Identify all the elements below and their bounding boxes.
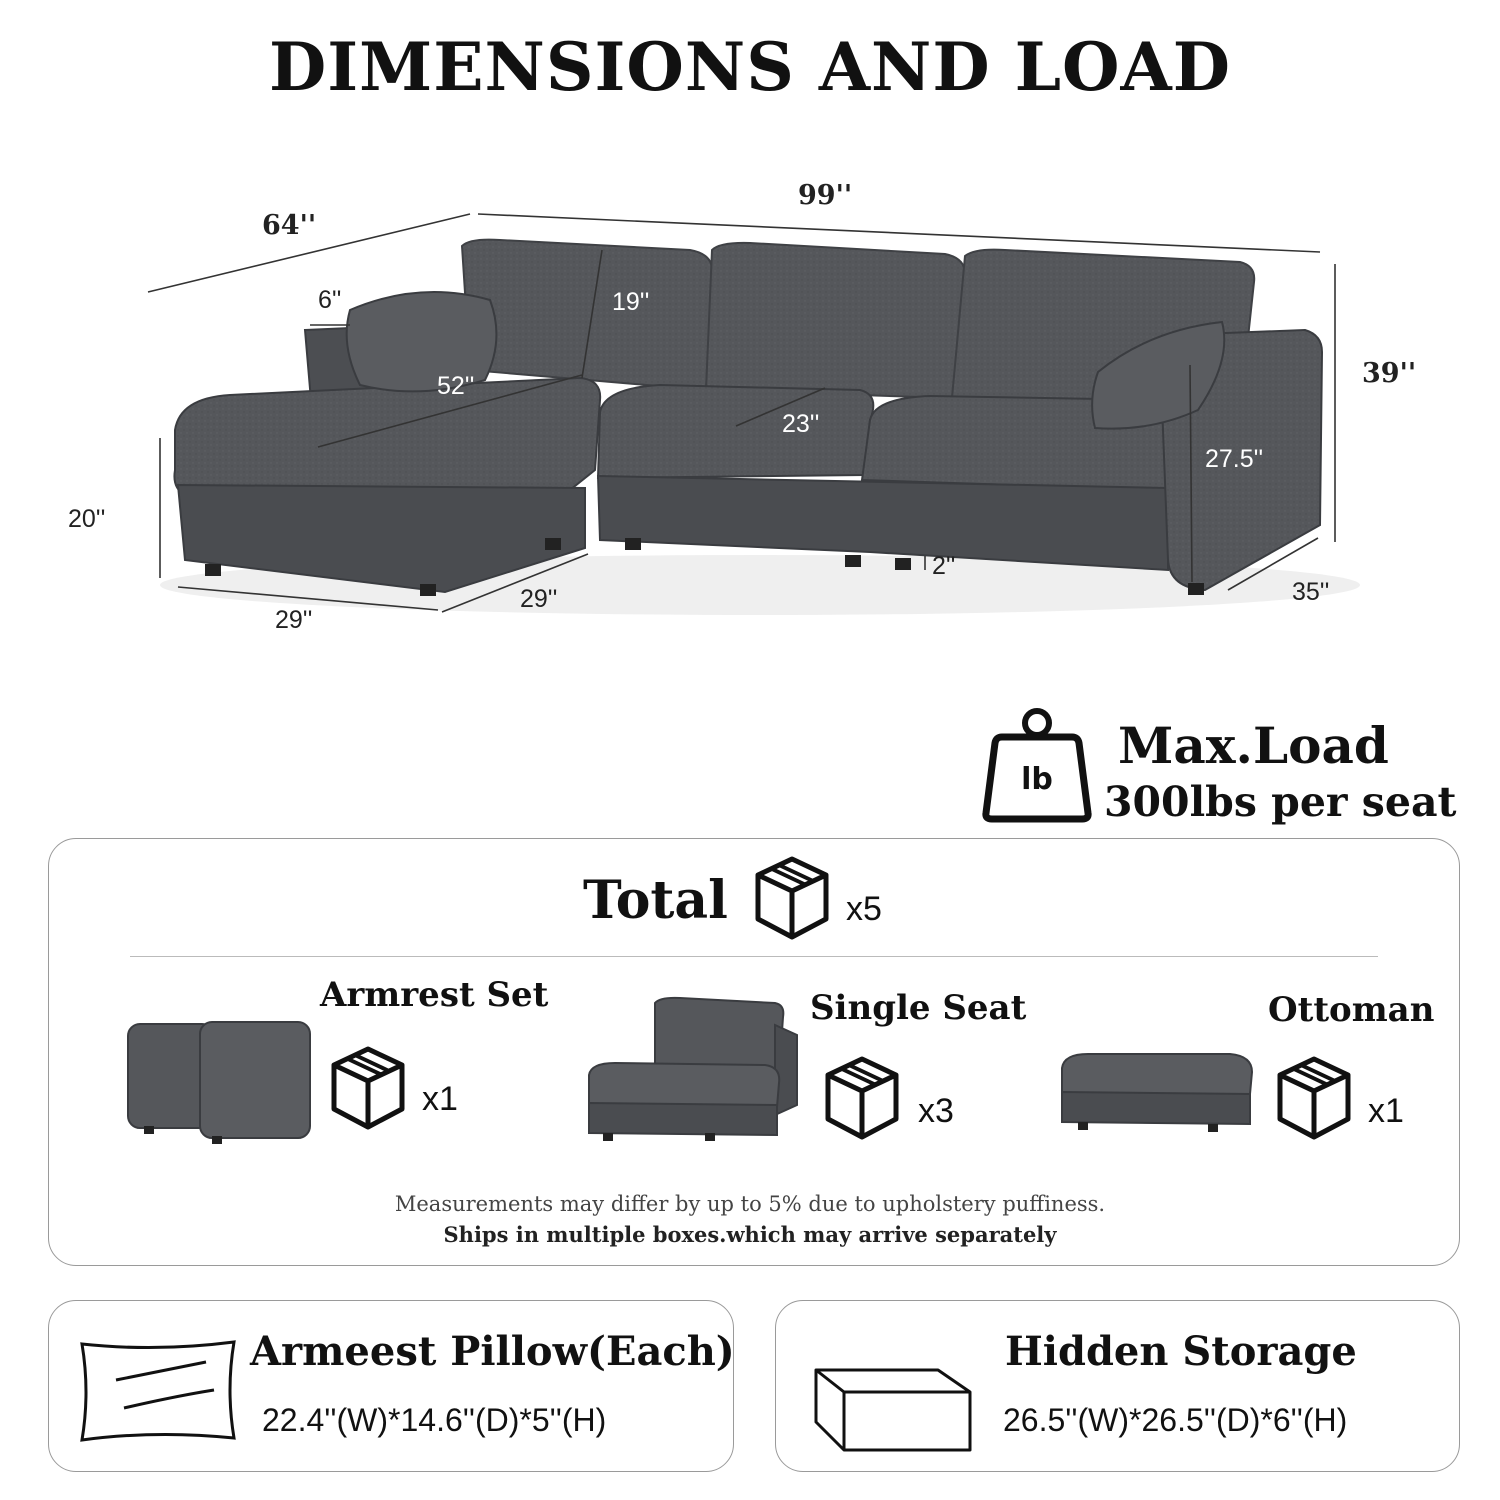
leg — [205, 564, 221, 576]
dim-height-total: 39'' — [1362, 358, 1417, 389]
leg — [1188, 583, 1204, 595]
leg — [845, 555, 861, 567]
total-qty: x5 — [846, 890, 882, 928]
seat-cushion-middle — [596, 383, 875, 480]
page-title: DIMENSIONS AND LOAD — [269, 28, 1231, 106]
dim-depth-total: 64'' — [262, 210, 317, 241]
item-qty-ottoman: x1 — [1368, 1092, 1404, 1130]
box-icon — [755, 856, 829, 940]
chaise-base — [176, 483, 586, 594]
sofa-diagram — [147, 213, 1360, 615]
storage-panel — [775, 1300, 1460, 1472]
chaise-cushion — [173, 376, 602, 497]
seat-base — [596, 474, 1169, 572]
divider — [130, 956, 1378, 957]
leg — [625, 538, 641, 550]
storage-dims: 26.5''(W)*26.5''(D)*6''(H) — [1003, 1402, 1348, 1438]
dim-arm-width: 6'' — [318, 286, 342, 314]
box-icon — [1277, 1056, 1351, 1140]
dim-back-height: 19'' — [612, 288, 650, 316]
back-cushion-left — [460, 238, 714, 392]
pillow-icon — [80, 1340, 236, 1442]
storage-box-icon — [814, 1368, 972, 1452]
weight-icon-label: lb — [1021, 762, 1053, 797]
leg — [545, 538, 561, 550]
item-label-ottoman: Ottoman — [1268, 990, 1435, 1030]
box-icon — [331, 1046, 405, 1130]
throw-pillow-left — [345, 291, 498, 393]
item-qty-armrest-set: x1 — [422, 1080, 458, 1118]
pillow-panel — [48, 1300, 734, 1472]
measurement-note: Measurements may differ by up to 5% due … — [394, 1192, 1106, 1216]
ottoman-image — [1061, 1053, 1254, 1132]
pillow-dims: 22.4''(W)*14.6''(D)*5''(H) — [262, 1402, 607, 1438]
throw-pillow-right — [1091, 320, 1226, 430]
storage-title: Hidden Storage — [1005, 1328, 1357, 1375]
weight-icon: lb — [982, 708, 1092, 823]
item-label-armrest-set: Armrest Set — [320, 975, 549, 1015]
dim-chaise-length: 52'' — [437, 372, 475, 400]
item-qty-single-seat: x3 — [918, 1092, 954, 1130]
dim-seat-height: 20'' — [68, 505, 106, 533]
single-seat-image — [588, 996, 798, 1141]
pillow-title: Armeest Pillow(Each) — [250, 1328, 735, 1375]
dim-leg-height: 2'' — [932, 552, 956, 580]
total-label: Total — [583, 870, 728, 931]
dim-side-depth: 35'' — [1292, 578, 1330, 606]
dim-width-total: 99'' — [798, 180, 853, 211]
max-load-value: 300lbs per seat — [1104, 778, 1457, 826]
armrest-set-image — [127, 1021, 311, 1144]
leg — [895, 558, 911, 570]
dim-ottoman-depth: 29'' — [520, 585, 558, 613]
dim-arm-height: 27.5'' — [1205, 445, 1264, 473]
max-load-title: Max.Load — [1118, 716, 1389, 775]
dim-ottoman-width: 29'' — [275, 606, 313, 634]
item-label-single-seat: Single Seat — [810, 988, 1027, 1028]
dimension-lines — [147, 213, 1336, 613]
leg — [420, 584, 436, 596]
shipping-note: Ships in multiple boxes.which may arrive… — [443, 1222, 1057, 1247]
dim-seat-depth: 23'' — [782, 410, 820, 438]
box-icon — [825, 1056, 899, 1140]
back-cushion-middle — [704, 241, 967, 400]
